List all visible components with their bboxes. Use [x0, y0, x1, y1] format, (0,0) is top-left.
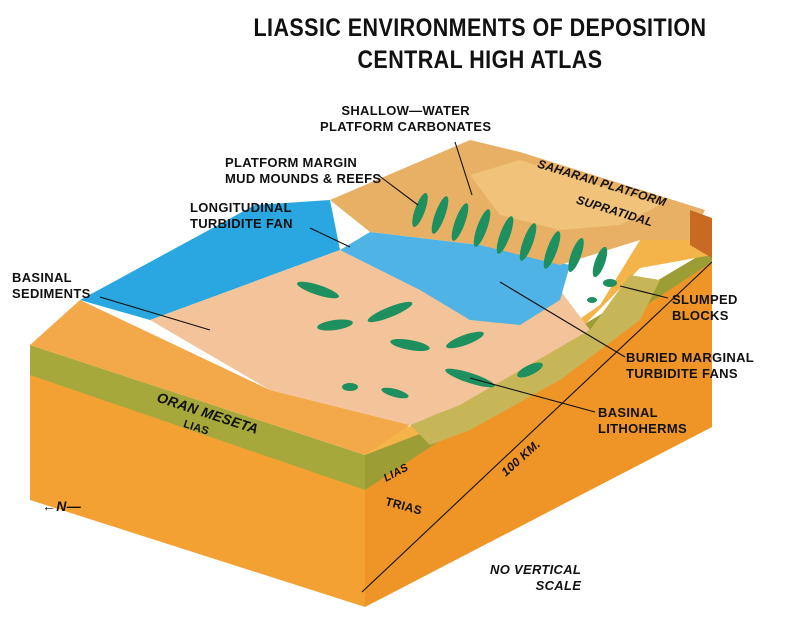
label-slumped-blocks: SLUMPED BLOCKS	[672, 292, 738, 324]
label-shallow-water: SHALLOW—WATER PLATFORM CARBONATES	[320, 103, 491, 135]
label-buried-fans: BURIED MARGINAL TURBIDITE FANS	[626, 350, 754, 382]
platform-lagoon	[470, 160, 660, 230]
label-shallow-water-line2: PLATFORM CARBONATES	[320, 119, 492, 134]
front-face-orange	[30, 372, 365, 607]
label-basinal-sediments-line1: BASINAL	[12, 270, 72, 285]
lithoherms	[297, 281, 543, 399]
oran-shelf	[30, 300, 410, 455]
title-line-1: LIASSIC ENVIRONMENTS OF DEPOSITION	[253, 14, 707, 42]
label-longitudinal: LONGITUDINAL TURBIDITE FAN	[190, 200, 293, 232]
label-buried-line1: BURIED MARGINAL	[626, 350, 754, 365]
label-slumped-line1: SLUMPED	[672, 292, 738, 307]
leader-lines	[99, 141, 713, 593]
label-litho-line2: LITHOHERMS	[598, 421, 687, 436]
label-platform-margin: PLATFORM MARGIN MUD MOUNDS & REEFS	[225, 155, 381, 187]
label-no-vertical-line2: SCALE	[535, 578, 582, 593]
label-slumped-line2: BLOCKS	[672, 308, 729, 323]
label-no-vertical-scale: NO VERTICAL SCALE	[490, 562, 581, 594]
label-basinal-sediments-line2: SEDIMENTS	[12, 286, 91, 301]
front-face-lias-band	[30, 345, 365, 490]
label-no-vertical-line1: NO VERTICAL	[490, 562, 582, 577]
slumped-blocks	[587, 279, 617, 303]
label-shallow-water-line1: SHALLOW—WATER	[341, 103, 470, 118]
platform-end-face	[690, 210, 712, 258]
reef-mounds	[412, 192, 608, 278]
label-litho-line1: BASINAL	[598, 405, 658, 420]
label-buried-line2: TURBIDITE FANS	[626, 366, 738, 381]
turbidite-fan	[340, 232, 570, 325]
label-north-arrow: ←N—	[42, 498, 82, 514]
label-platform-margin-line1: PLATFORM MARGIN	[225, 155, 358, 170]
label-longitudinal-line1: LONGITUDINAL	[190, 200, 292, 215]
label-lithoherms: BASINAL LITHOHERMS	[598, 405, 687, 437]
slope-olive	[410, 275, 660, 445]
label-basinal-sediments: BASINAL SEDIMENTS	[12, 270, 91, 302]
title-line-2: CENTRAL HIGH ATLAS	[357, 46, 603, 74]
sea	[80, 200, 340, 320]
label-longitudinal-line2: TURBIDITE FAN	[190, 216, 293, 231]
side-face-upper	[365, 230, 712, 455]
side-face-orange	[365, 258, 712, 607]
label-platform-margin-line2: MUD MOUNDS & REEFS	[225, 171, 382, 186]
